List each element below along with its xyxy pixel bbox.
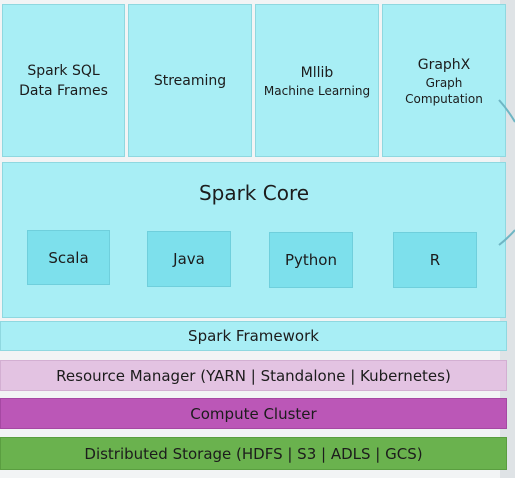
distributed-storage-bar: Distributed Storage (HDFS | S3 | ADLS | …	[0, 437, 507, 470]
language-scala-label: Scala	[48, 248, 89, 267]
library-graphx-line3: Computation	[405, 91, 483, 106]
library-streaming-label: Streaming	[153, 72, 227, 89]
library-streaming: Streaming	[128, 4, 252, 157]
library-spark-sql: Spark SQL Data Frames	[2, 4, 125, 157]
compute-cluster-label: Compute Cluster	[190, 404, 317, 423]
language-r-label: R	[429, 251, 441, 269]
spark-core-title: Spark Core	[198, 181, 310, 205]
language-python-label: Python	[285, 251, 337, 269]
resource-manager-label: Resource Manager (YARN | Standalone | Ku…	[56, 366, 451, 385]
spark-framework-bar: Spark Framework	[0, 321, 507, 351]
library-mllib-line1: Mllib	[300, 64, 334, 81]
library-mllib-line2: Machine Learning	[263, 83, 371, 98]
language-java-label: Java	[173, 250, 205, 268]
language-scala: Scala	[27, 230, 110, 285]
library-spark-sql-line1: Spark SQL	[27, 62, 100, 79]
resource-manager-bar: Resource Manager (YARN | Standalone | Ku…	[0, 360, 507, 391]
library-graphx-line1: GraphX	[417, 56, 471, 73]
library-mllib: Mllib Machine Learning	[255, 4, 379, 157]
library-graphx-line2: Graph	[425, 75, 463, 90]
library-graphx: GraphX Graph Computation	[382, 4, 506, 157]
connector-arrows	[498, 99, 515, 246]
language-r: R	[393, 232, 477, 288]
language-java: Java	[147, 231, 231, 287]
library-spark-sql-line2: Data Frames	[19, 82, 108, 99]
compute-cluster-bar: Compute Cluster	[0, 398, 507, 429]
spark-framework-label: Spark Framework	[188, 327, 319, 345]
distributed-storage-label: Distributed Storage (HDFS | S3 | ADLS | …	[84, 444, 423, 463]
language-python: Python	[269, 232, 353, 288]
